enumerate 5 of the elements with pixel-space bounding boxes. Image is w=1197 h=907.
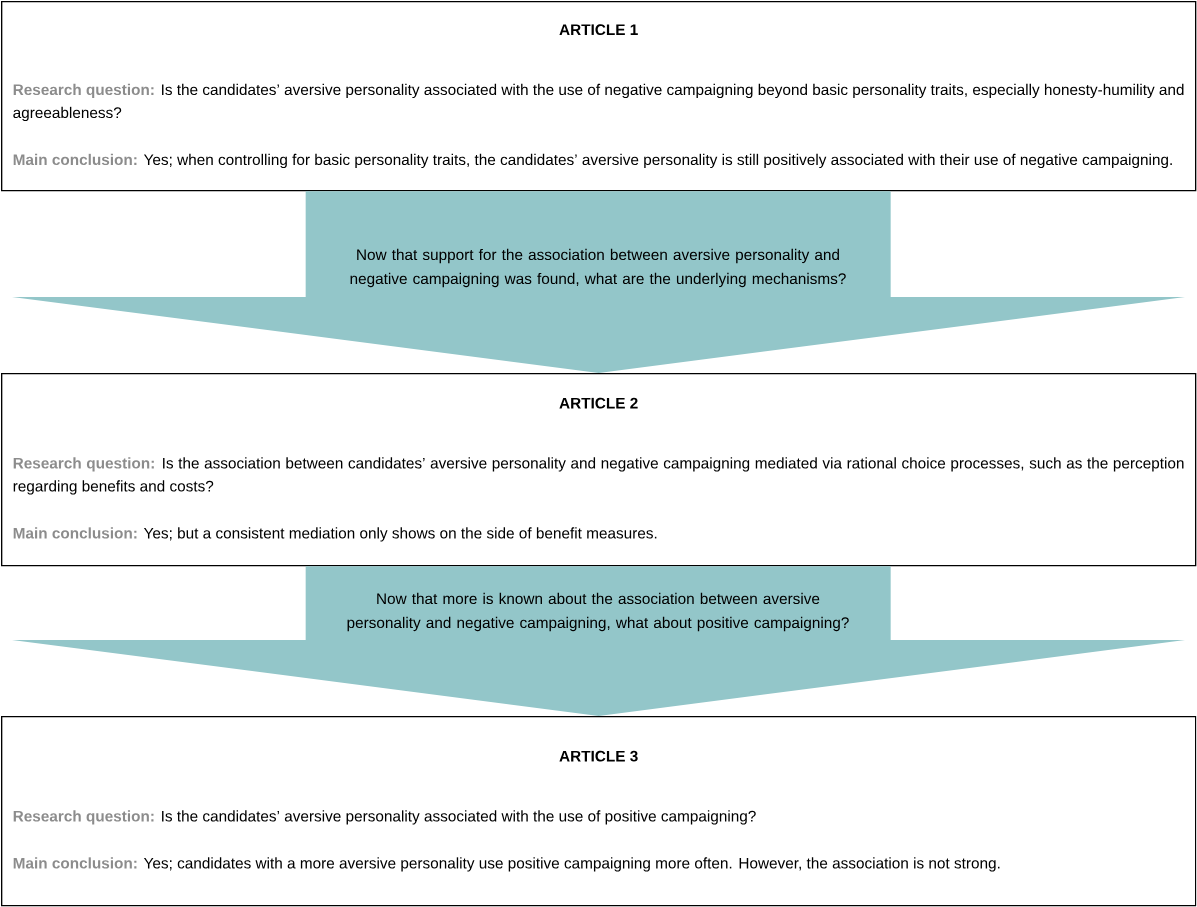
- article-box: ARTICLE 3 Research question: Is the candidates’ aversive personality associated with the use of positive campaigning? Main conclusion: Yes; candidates with a more aversive personality use positive campaigning more often. However, the association is not strong.: [1, 716, 1197, 907]
- article-box: ARTICLE 1 Research question: Is the candidates’ aversive personality associated with the use of negative campaigning beyond basic personality traits, especially honesty-humility and agreeableness? Main conclusion: Yes; when controlling for basic personality traits, the candidates’ aversive personality is still positively associated with their use of negative campaigning.: [1, 1, 1197, 192]
- edge-label: Now that more is known about the association between aversive personality and negative campaigning, what about positive campaigning?: [347, 592, 849, 632]
- edge-label: Now that support for the association between aversive personality and negative campaigning was found, what are the underlying mechanisms?: [350, 248, 846, 288]
- article-box: ARTICLE 2 Research question: Is the association between candidates’ aversive personality and negative campaigning mediated via rational choice processes, such as the perception regarding benefits and costs? Main conclusion: Yes; but a consistent mediation only shows on the side of benefit measures.: [1, 373, 1197, 567]
